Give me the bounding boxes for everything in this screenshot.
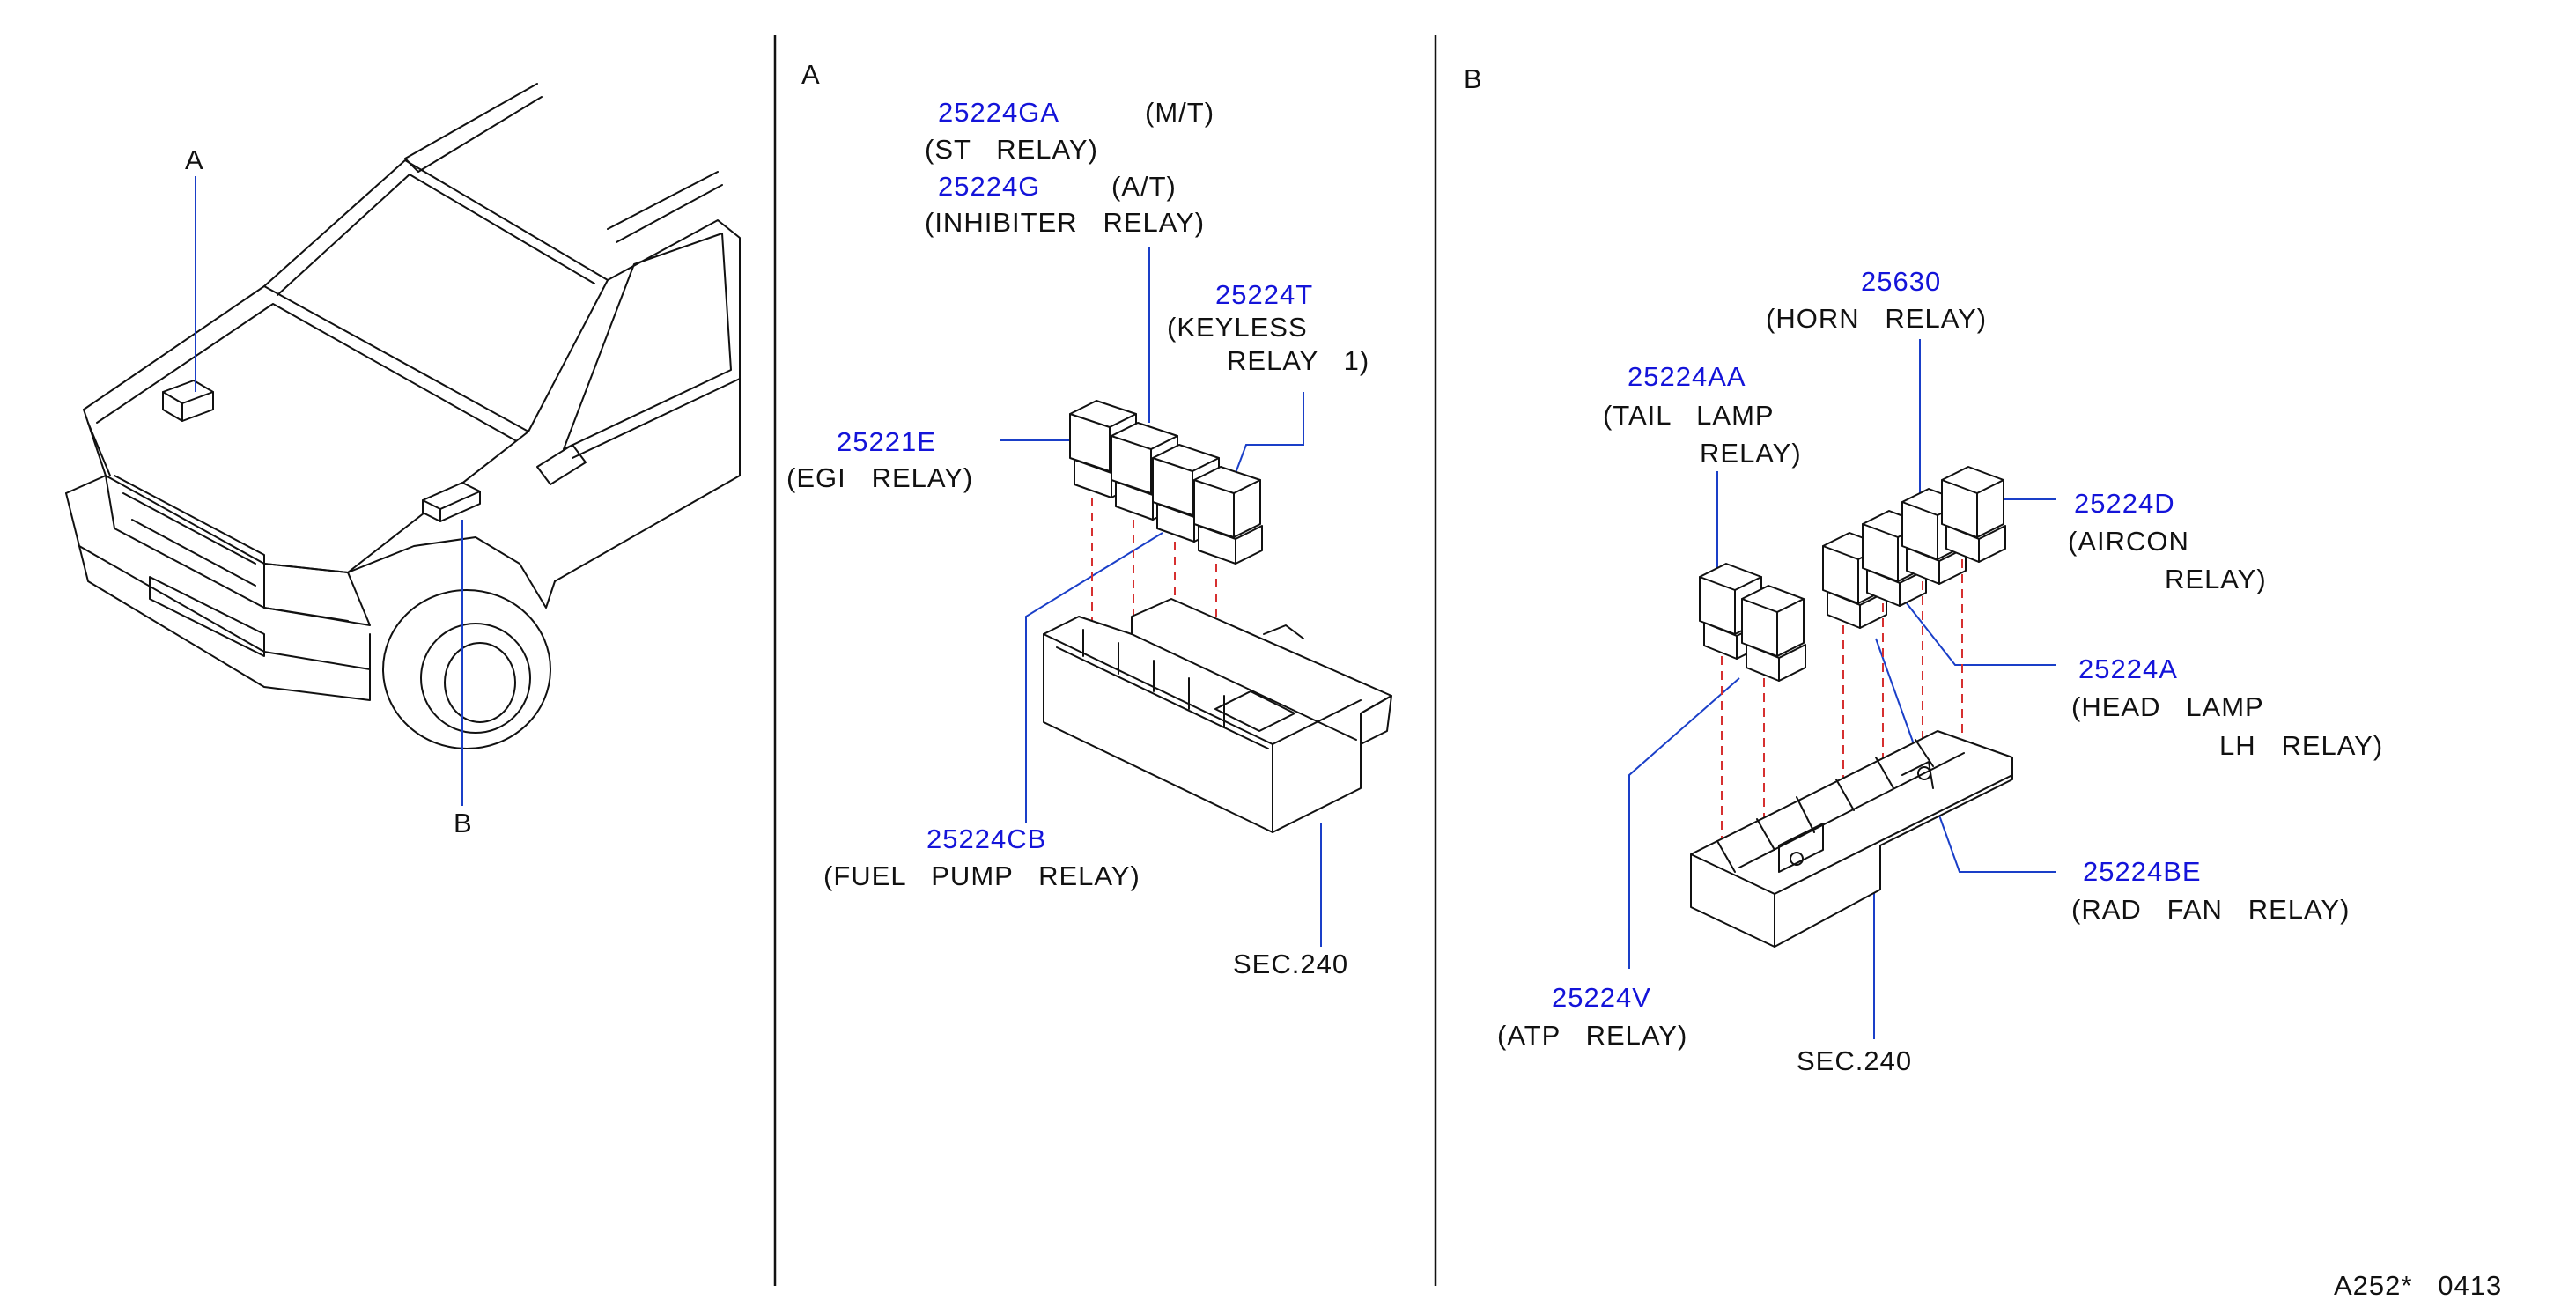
tail-lamp-relay-desc-line1: (TAIL LAMP xyxy=(1603,400,1775,431)
atp-relay-part-number[interactable]: 25224V xyxy=(1552,982,1651,1013)
aircon-relay-part xyxy=(1941,466,2006,563)
atp-relay-desc: (ATP RELAY) xyxy=(1497,1020,1687,1051)
callout-a-label: A xyxy=(185,144,204,175)
aircon-relay-desc-line1: (AIRCON xyxy=(2068,526,2189,557)
rad-fan-relay-part-number[interactable]: 25224BE xyxy=(2083,856,2202,887)
section-b-relay-box xyxy=(1690,730,2013,948)
vehicle-illustration xyxy=(65,83,741,806)
keyless-relay-part xyxy=(1193,466,1263,565)
section-b-label: B xyxy=(1464,63,1483,94)
section-b-leaders xyxy=(1628,339,2056,1039)
inhibiter-relay-note: (A/T) xyxy=(1111,171,1177,202)
inhibiter-relay-part-number[interactable]: 25224G xyxy=(938,171,1040,202)
section-a-relays xyxy=(1069,400,1263,565)
fuel-pump-relay-desc: (FUEL PUMP RELAY) xyxy=(823,860,1140,891)
aircon-relay-desc-line2: RELAY) xyxy=(2165,564,2267,594)
aircon-relay-part-number[interactable]: 25224D xyxy=(2074,488,2175,519)
diagram-code: A252* 0413 xyxy=(2334,1270,2502,1301)
egi-relay-desc: (EGI RELAY) xyxy=(786,462,973,493)
keyless-relay-desc-line1: (KEYLESS xyxy=(1167,312,1308,343)
head-lamp-relay-part-number[interactable]: 25224A xyxy=(2078,654,2178,684)
horn-relay-part-number[interactable]: 25630 xyxy=(1861,266,1941,297)
fuel-pump-relay-part-number[interactable]: 25224CB xyxy=(926,823,1046,854)
egi-relay-part-number[interactable]: 25221E xyxy=(837,426,936,457)
atp-relay-part xyxy=(1741,585,1806,682)
keyless-relay-desc-line2: RELAY 1) xyxy=(1227,345,1369,376)
st-relay-part-number[interactable]: 25224GA xyxy=(938,97,1059,128)
section-a-label: A xyxy=(801,59,821,90)
tail-lamp-relay-part-number[interactable]: 25224AA xyxy=(1628,361,1746,392)
callout-b-label: B xyxy=(454,808,473,838)
section-b-relays xyxy=(1699,466,2006,682)
section-b-alignment-lines xyxy=(1721,559,1963,868)
relay-box-b-location xyxy=(422,482,481,522)
section-a-relay-box xyxy=(1043,598,1392,833)
section-b-sec-ref[interactable]: SEC.240 xyxy=(1797,1045,1912,1076)
tail-lamp-relay-desc-line2: RELAY) xyxy=(1700,438,1802,469)
section-a-sec-ref[interactable]: SEC.240 xyxy=(1233,949,1348,979)
st-relay-note: (M/T) xyxy=(1145,97,1214,128)
head-lamp-relay-desc-line2: LH RELAY) xyxy=(2219,730,2383,761)
keyless-relay-part-number[interactable]: 25224T xyxy=(1215,279,1313,310)
horn-relay-desc: (HORN RELAY) xyxy=(1766,303,1987,334)
st-relay-desc: (ST RELAY) xyxy=(925,134,1098,165)
inhibiter-relay-desc: (INHIBITER RELAY) xyxy=(925,207,1205,238)
rad-fan-relay-desc: (RAD FAN RELAY) xyxy=(2071,894,2350,925)
section-a-leaders xyxy=(1000,247,1322,947)
head-lamp-relay-desc-line1: (HEAD LAMP xyxy=(2071,691,2264,722)
